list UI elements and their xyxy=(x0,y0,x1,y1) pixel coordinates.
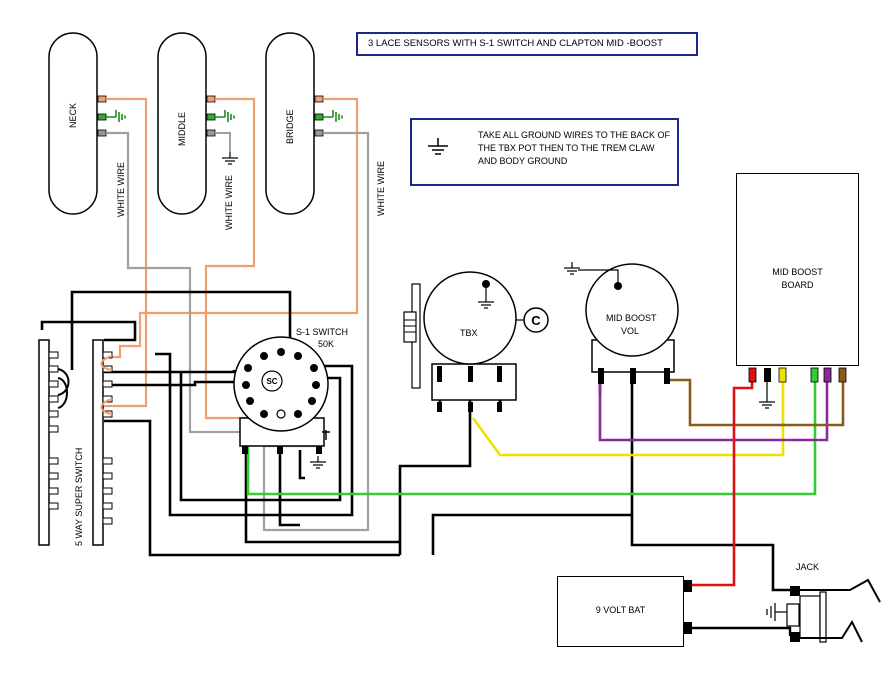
mid-boost-board-terminals xyxy=(748,367,847,409)
mid-boost-vol-label-1: MID BOOST xyxy=(606,313,657,323)
five-way-label: 5 WAY SUPER SWITCH xyxy=(74,448,84,546)
middle-gray-ground-wire xyxy=(215,132,231,152)
white-wire-label-1: WHITE WIRE xyxy=(116,162,126,217)
orange-wires xyxy=(104,97,359,420)
s1-switch-label: S-1 SWITCH xyxy=(296,327,348,337)
mid-boost-vol-pot: MID BOOST VOL xyxy=(563,261,679,384)
purple-wire xyxy=(598,372,829,442)
mid-boost-board: MID BOOST BOARD xyxy=(736,173,859,366)
ground-note-text: TAKE ALL GROUND WIRES TO THE BACK OF THE… xyxy=(478,130,671,166)
brown-wire xyxy=(666,372,845,427)
green-ground-wire xyxy=(246,372,817,496)
tbx-pot: TBX C xyxy=(403,271,549,412)
ground-icon xyxy=(221,151,239,165)
ground-note: TAKE ALL GROUND WIRES TO THE BACK OF THE… xyxy=(410,118,679,186)
output-jack: JACK xyxy=(766,562,881,643)
pickup-ground-icons xyxy=(106,109,343,123)
pickup-bridge-label: BRIDGE xyxy=(285,109,295,144)
tbx-cap-label: C xyxy=(531,313,541,328)
white-wire-label-3: WHITE WIRE xyxy=(376,161,386,216)
yellow-wire xyxy=(471,372,785,457)
five-way-switch: 5 WAY SUPER SWITCH xyxy=(38,339,113,546)
s1-center-label: SC xyxy=(266,377,277,386)
pickup-middle: MIDDLE xyxy=(157,32,207,215)
ground-symbol-icon xyxy=(428,138,448,155)
mid-boost-board-label-2: BOARD xyxy=(781,280,814,290)
pickup-neck: NECK xyxy=(48,32,98,215)
red-wire xyxy=(686,372,754,587)
s1-ground-icon xyxy=(309,455,327,469)
battery-label: 9 VOLT BAT xyxy=(595,605,646,615)
pickup-middle-label: MIDDLE xyxy=(177,112,187,146)
mid-boost-board-label-1: MID BOOST xyxy=(772,267,823,277)
pickup-terminals xyxy=(97,95,324,137)
pickup-bridge: BRIDGE xyxy=(265,32,315,215)
s1-switch-value: 50K xyxy=(318,339,334,349)
s1-switch: SC S-1 SWITCH 50K xyxy=(233,327,348,469)
tbx-label: TBX xyxy=(460,328,478,338)
mid-boost-vol-label-2: VOL xyxy=(621,326,639,336)
diagram-title: 3 LACE SENSORS WITH S-1 SWITCH AND CLAPT… xyxy=(356,32,698,56)
jack-label: JACK xyxy=(796,562,819,572)
battery-9v: 9 VOLT BAT xyxy=(557,576,684,647)
white-wire-label-2: WHITE WIRE xyxy=(224,175,234,230)
pickup-neck-label: NECK xyxy=(68,103,78,128)
